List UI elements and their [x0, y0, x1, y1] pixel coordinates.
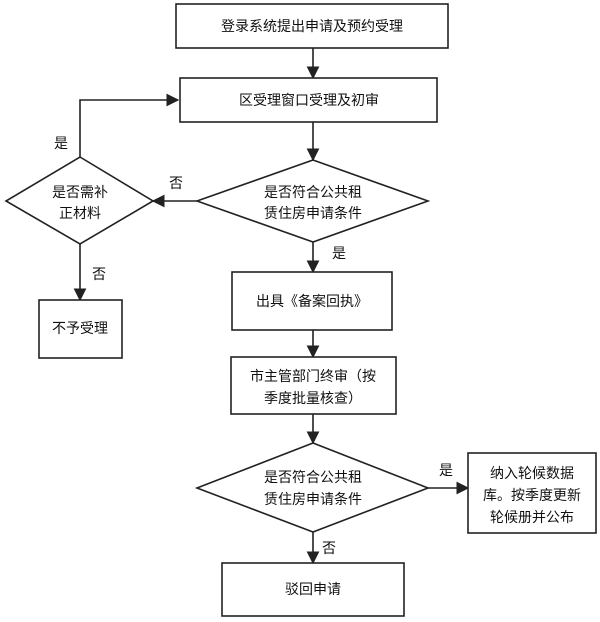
label-check1-no: 否 [169, 176, 183, 192]
node-queue [467, 452, 597, 534]
node-start [175, 3, 449, 49]
edge-supplement-to-district [79, 93, 180, 157]
node-check2-diamond [194, 442, 431, 533]
node-check1-label-line1: 是否符合公共租 [264, 185, 362, 201]
node-city-review-label-line2: 季度批量核查） [264, 391, 362, 407]
node-district-review [179, 77, 438, 123]
node-start-label: 登录系统提出申请及预约受理 [221, 19, 403, 35]
node-supplement-label-line2: 正材料 [59, 206, 101, 222]
node-queue-label-line1: 纳入轮候数据 [490, 466, 574, 482]
node-check2-label-line2: 赁住房申请条件 [264, 491, 362, 508]
node-supplement-diamond [4, 156, 155, 245]
label-supplement-yes: 是 [54, 136, 68, 152]
node-queue-label-line3: 轮候册并公布 [490, 510, 574, 526]
node-receipt-label: 出具《备案回执》 [256, 293, 368, 310]
node-city-review-label-line1: 市主管部门终审（按 [250, 368, 376, 385]
node-reject-apply [221, 562, 405, 617]
node-check1-label-line2: 赁住房申请条件 [264, 205, 362, 222]
node-district-review-label: 区受理窗口受理及初审 [239, 92, 379, 109]
node-reject-apply-label: 驳回申请 [285, 582, 341, 598]
node-receipt [231, 271, 393, 331]
label-supplement-no: 否 [92, 267, 106, 283]
label-check1-yes: 是 [332, 246, 346, 262]
node-check1-diamond [194, 159, 431, 243]
node-queue-label-line2: 库。按季度更新 [483, 488, 581, 504]
node-reject-accept [38, 299, 123, 359]
node-supplement-label-line1: 是否需补 [52, 185, 108, 201]
label-check2-no: 否 [322, 541, 336, 557]
node-check2-label-line1: 是否符合公共租 [264, 470, 362, 486]
node-city-review [230, 356, 397, 415]
node-reject-accept-label: 不予受理 [52, 321, 108, 337]
label-check2-yes: 是 [439, 463, 453, 479]
